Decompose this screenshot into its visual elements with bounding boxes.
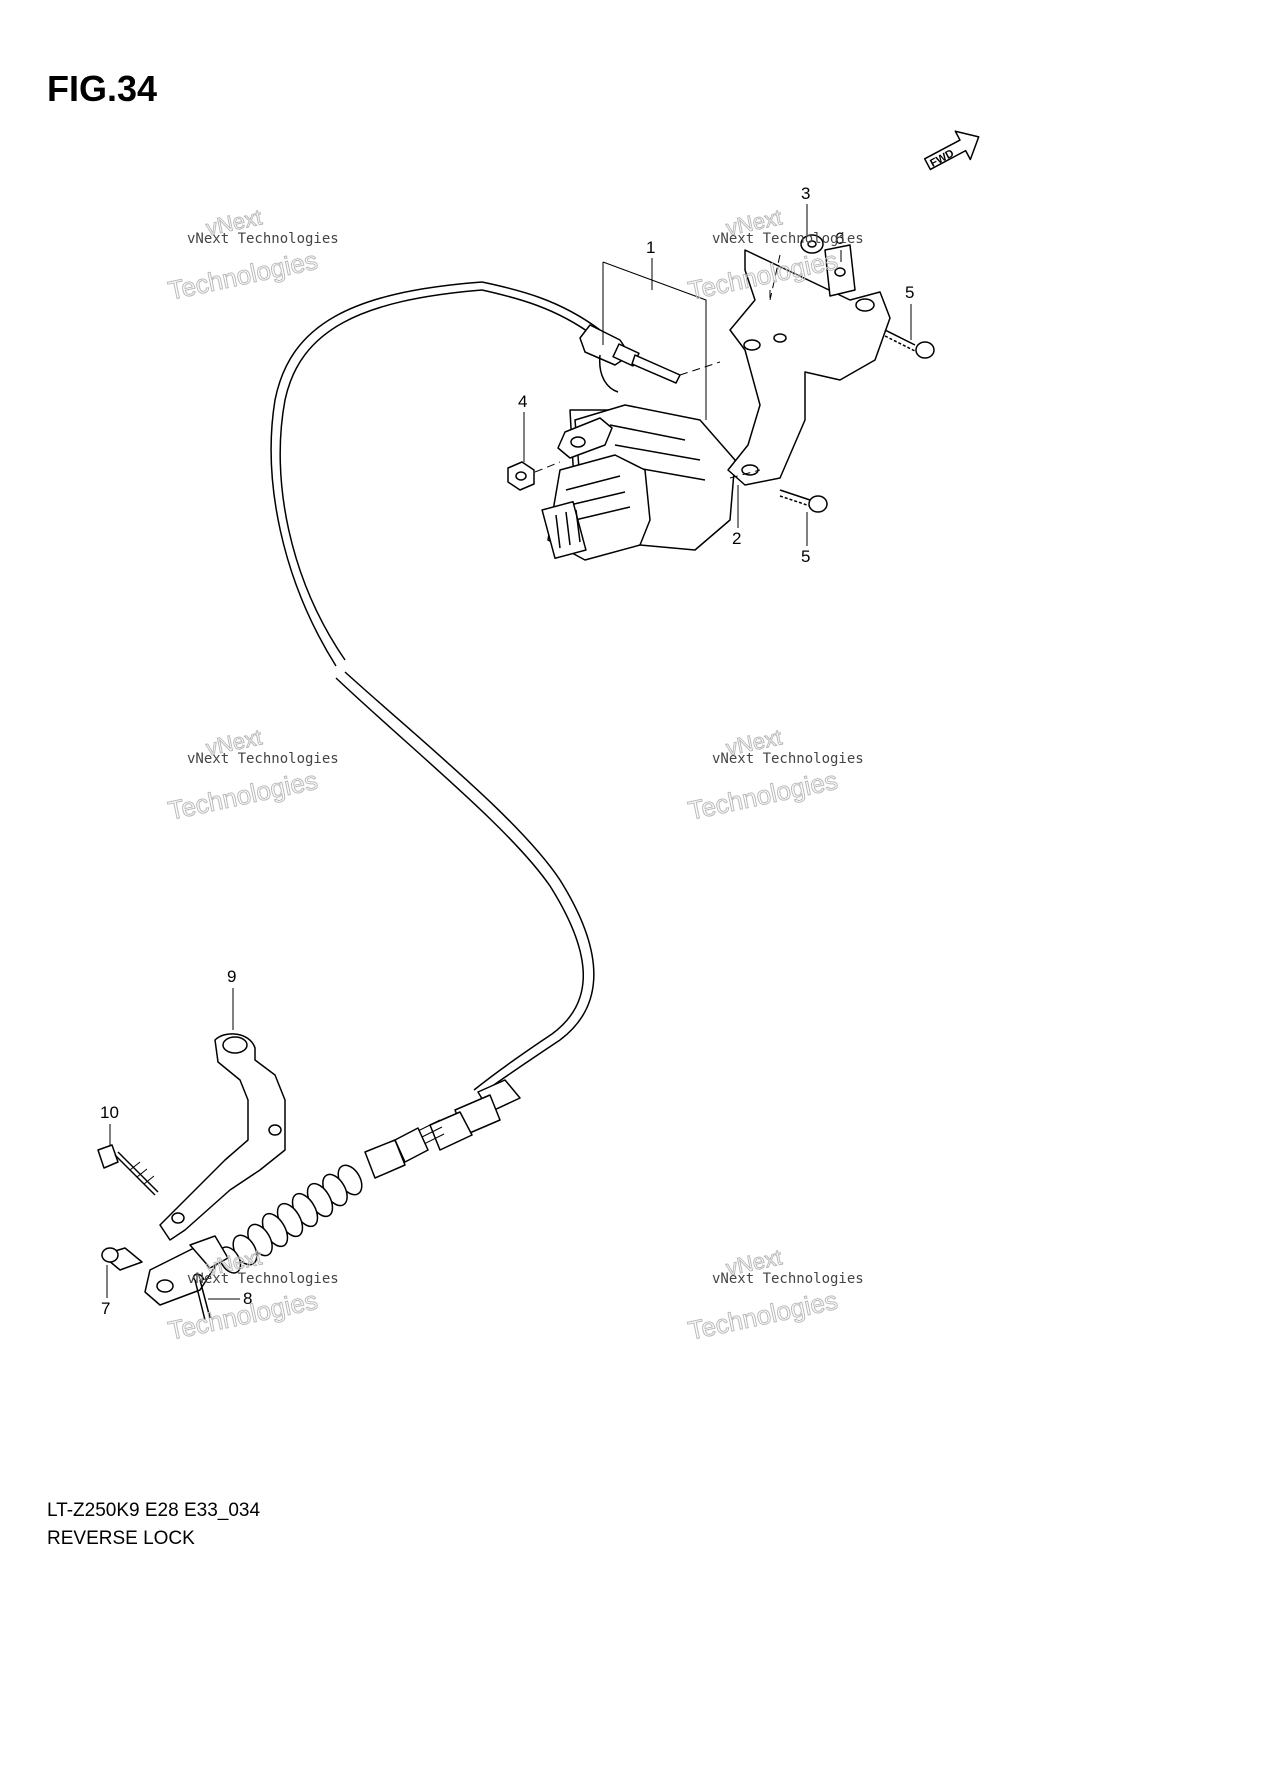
callout-2: 2 — [732, 485, 741, 548]
forward-arrow-icon: FWD — [923, 130, 980, 171]
nut — [507, 461, 535, 491]
switch-bracket — [727, 249, 891, 486]
clevis-pin — [101, 1247, 143, 1271]
svg-text:Technologies: Technologies — [686, 1285, 841, 1346]
watermark-mid-right: vNext Technologies — [685, 724, 841, 826]
cable-end-fitting — [579, 324, 681, 393]
svg-text:3: 3 — [801, 184, 810, 203]
svg-text:Technologies: Technologies — [686, 765, 841, 826]
figure-title: FIG.34 — [47, 68, 157, 109]
svg-text:9: 9 — [227, 967, 236, 986]
callout-4: 4 — [518, 392, 527, 462]
watermark-text-1: vNext Technologies — [187, 231, 339, 247]
watermark-text-6: vNext Technologies — [712, 1271, 864, 1287]
fwd-label: FWD — [928, 147, 956, 169]
lever-bracket — [159, 1033, 286, 1241]
watermark-text-3: vNext Technologies — [187, 751, 339, 767]
reverse-lock-cable — [270, 281, 601, 1096]
washer — [800, 234, 824, 254]
figure-caption: REVERSE LOCK — [47, 1528, 195, 1549]
watermark-text-5: vNext Technologies — [187, 1271, 339, 1287]
watermark-bottom-right: vNext Technologies — [685, 1244, 841, 1346]
callout-9: 9 — [227, 967, 236, 1030]
model-code: LT-Z250K9 E28 E33_034 — [47, 1500, 260, 1521]
callout-1: 1 — [646, 238, 655, 290]
clip-nut — [824, 244, 856, 297]
svg-text:10: 10 — [100, 1103, 119, 1122]
svg-text:Technologies: Technologies — [166, 765, 321, 826]
svg-text:7: 7 — [101, 1299, 110, 1318]
svg-text:5: 5 — [905, 283, 914, 302]
cable-lower-end — [144, 1079, 521, 1306]
callout-8: 8 — [208, 1289, 252, 1308]
svg-text:5: 5 — [801, 547, 810, 566]
reverse-switch — [541, 404, 736, 561]
svg-text:Technologies: Technologies — [166, 245, 321, 306]
watermark-top-left: vNext Technologies — [165, 204, 321, 306]
callout-5-lower: 5 — [801, 512, 810, 566]
svg-text:2: 2 — [732, 529, 741, 548]
bolt — [97, 1144, 159, 1196]
dust-boot — [218, 1164, 363, 1274]
screw-lower — [779, 489, 828, 513]
screw-upper — [884, 329, 935, 359]
watermark-text-4: vNext Technologies — [712, 751, 864, 767]
svg-text:6: 6 — [835, 229, 844, 248]
callout-5-upper: 5 — [905, 283, 914, 340]
svg-text:1: 1 — [646, 238, 655, 257]
watermark-text-2: vNext Technologies — [712, 231, 864, 247]
svg-text:8: 8 — [243, 1289, 252, 1308]
watermark-mid-left: vNext Technologies — [165, 724, 321, 826]
svg-text:4: 4 — [518, 392, 527, 411]
callout-6: 6 — [835, 229, 844, 262]
callout-10: 10 — [100, 1103, 119, 1146]
callout-7: 7 — [101, 1265, 110, 1318]
callout-3: 3 — [801, 184, 810, 235]
cotter-pin — [192, 1273, 211, 1321]
